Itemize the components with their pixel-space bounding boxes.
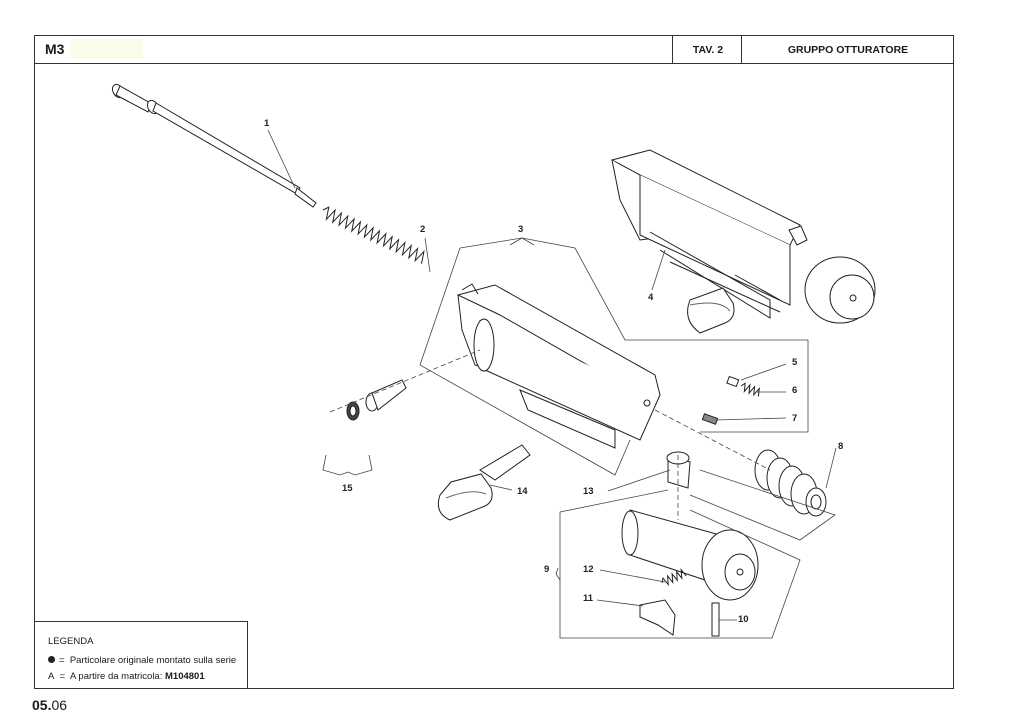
part-label: 10 (738, 614, 749, 625)
bolt-handle-drawing (437, 444, 531, 521)
firing-pin-drawing (111, 83, 317, 208)
bolt-head-drawing (621, 451, 759, 637)
group-title: GRUPPO OTTURATORE (787, 44, 909, 56)
part-label: 13 (583, 486, 594, 497)
model-code: M3 (45, 41, 65, 57)
part-label: 12 (583, 564, 594, 575)
part-label: 2 (420, 224, 425, 235)
part-label: 8 (838, 441, 843, 452)
part-label: 14 (517, 486, 528, 497)
part-label: 11 (583, 593, 594, 604)
header-divider (741, 36, 742, 63)
bolt-assembly-drawing (610, 149, 876, 334)
coil-spring-drawing (754, 449, 827, 517)
legend-title: LEGENDA (48, 636, 94, 647)
part-label: 9 (544, 564, 549, 575)
header-divider (672, 36, 673, 63)
pin-washer-drawing (346, 379, 407, 421)
part-label: 15 (342, 483, 353, 494)
bolt-carrier-drawing (456, 283, 661, 449)
serial-number: M104801 (165, 671, 205, 682)
part-label: 5 (792, 357, 798, 368)
small-parts-drawing (701, 375, 760, 425)
bullet-icon (48, 656, 55, 663)
model-highlight (71, 39, 143, 59)
part-label: 7 (792, 413, 797, 424)
table-number: TAV. 2 (692, 44, 724, 56)
page-number: 05.06 (32, 697, 68, 713)
part-label: 1 (264, 118, 270, 129)
part-labels: 1 2 3 4 5 6 7 8 9 10 11 12 13 14 15 (264, 118, 843, 625)
legend-row-original: = Particolare originale montato sulla se… (48, 655, 236, 666)
legend-row-serial: A = A partire da matricola: M104801 (48, 671, 205, 682)
part-label: 6 (792, 385, 797, 396)
title-block: M3 TAV. 2 GRUPPO OTTURATORE (35, 36, 953, 64)
legend-box: LEGENDA = Particolare originale montato … (35, 621, 248, 689)
drawing-frame: M3 TAV. 2 GRUPPO OTTURATORE LEGENDA = Pa… (34, 35, 954, 689)
leader-lines (267, 129, 837, 639)
part-label: 3 (518, 224, 523, 235)
spring-drawing (322, 206, 425, 264)
part-label: 4 (648, 292, 654, 303)
